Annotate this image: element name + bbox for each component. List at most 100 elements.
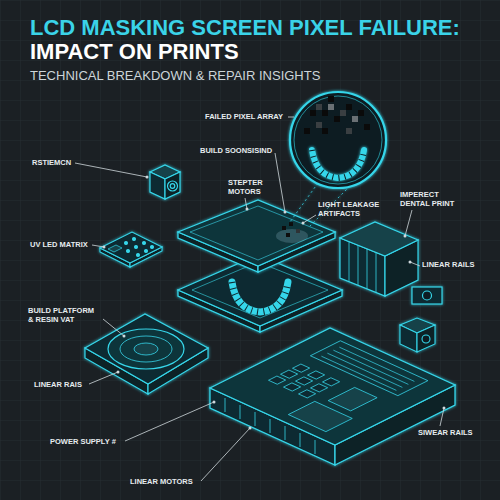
sensor-cube [422, 335, 430, 343]
leader-lines [117, 371, 120, 374]
leader-lines [123, 335, 126, 338]
rail-block [358, 245, 359, 285]
magnifier [294, 96, 382, 184]
uv-led-board [135, 246, 138, 249]
leader-lines [125, 402, 214, 441]
leader-lines [92, 245, 104, 247]
dental-arch [312, 150, 364, 178]
power-supply-box [269, 376, 286, 384]
power-supply-box [300, 433, 301, 447]
callout-label: FAILED PIXEL ARRAY [205, 112, 283, 121]
subtitle: TECHNICAL BREAKDOWN & REPAIR INSIGHTS [30, 68, 320, 84]
camera-cube [150, 172, 165, 199]
magnifier [290, 183, 318, 222]
magnifier [290, 92, 386, 188]
power-supply-box [311, 384, 328, 392]
power-supply-box [210, 328, 455, 445]
failed-pixels [346, 104, 352, 110]
leader-lines [440, 408, 444, 426]
failed-pixels [346, 128, 352, 134]
power-supply-box [238, 341, 428, 432]
power-supply-box [296, 377, 313, 385]
failed-pixels [328, 96, 334, 102]
callout-label: RSTIEMCN [32, 158, 71, 167]
failed-pixels [328, 104, 334, 110]
uv-led-board [100, 232, 162, 267]
lcd-screen [286, 233, 290, 237]
uv-led-board [137, 254, 140, 257]
build-platform [108, 329, 184, 369]
camera-cube [165, 172, 180, 199]
callout-label: UV LED MATRIX [30, 240, 88, 249]
leader-lines [275, 153, 285, 212]
failed-pixels [334, 116, 340, 122]
failed-pixels [322, 128, 328, 134]
uv-led-board [133, 238, 136, 241]
failed-pixels [340, 110, 346, 116]
rail-block [376, 252, 377, 292]
leader-lines [103, 319, 124, 336]
leader-lines [89, 372, 118, 384]
sensor-cube [400, 318, 435, 352]
lcd-screen [276, 229, 308, 243]
callout-label: SIWEAR RAILS [418, 428, 473, 437]
failed-pixels [304, 128, 310, 134]
uv-led-board [108, 245, 122, 252]
power-supply-box [293, 364, 310, 372]
leader-lines [103, 246, 106, 249]
sensor-cube [417, 325, 435, 352]
sensor-cube [400, 325, 417, 352]
power-supply-box [270, 419, 271, 433]
leader-lines [201, 428, 250, 481]
callout-label: LIGHT LEAKAGE ARTIFACTS [318, 200, 384, 218]
rail-block [412, 287, 442, 304]
uv-led-board [143, 242, 146, 245]
power-supply-box [285, 426, 286, 440]
failed-pixels [316, 104, 322, 110]
leader-lines [410, 262, 420, 266]
leader-lines [213, 401, 216, 404]
leader-lines [146, 176, 149, 179]
leader-lines [249, 427, 252, 430]
camera-cube [150, 165, 180, 199]
lcd-screen [178, 200, 335, 266]
build-platform [85, 314, 208, 384]
failed-pixels [316, 122, 322, 128]
dental-plate [232, 282, 288, 312]
power-supply-box [284, 383, 301, 391]
power-supply-box [327, 353, 402, 387]
build-platform [120, 336, 172, 362]
power-supply-box [210, 328, 455, 465]
diagram-title: LCD MASKING SCREEN PIXEL FAILURE: IMPACT… [30, 16, 480, 64]
camera-cube [168, 181, 178, 191]
lcd-screen [282, 226, 286, 230]
leader-lines [75, 163, 147, 177]
lcd-screen [178, 200, 335, 272]
camera-cube [170, 184, 175, 189]
dental-arch [312, 150, 364, 178]
power-supply-box [321, 356, 396, 390]
leader-lines [303, 215, 316, 223]
failed-pixels [352, 116, 358, 122]
failed-pixels [310, 110, 316, 116]
build-platform [134, 343, 158, 355]
power-supply-box [328, 387, 377, 410]
power-supply-box [323, 378, 340, 386]
callout-label: BUILD PLATFORM & RESIN VAT [28, 306, 100, 324]
failed-pixels [322, 110, 328, 116]
power-supply-box [333, 350, 408, 384]
power-supply-box [281, 370, 298, 378]
uv-led-board [145, 250, 148, 253]
callout-label: BUILD SOONSISIND [200, 146, 272, 155]
leader-lines [405, 210, 412, 236]
power-supply-box [310, 341, 428, 396]
uv-led-board [100, 232, 162, 263]
failed-pixels [364, 124, 370, 130]
callout-label: LINEAR RAIS [34, 380, 82, 389]
lcd-screen [289, 222, 293, 226]
power-supply-box [225, 398, 226, 412]
power-supply-box [255, 412, 256, 426]
rail-block [340, 222, 418, 256]
